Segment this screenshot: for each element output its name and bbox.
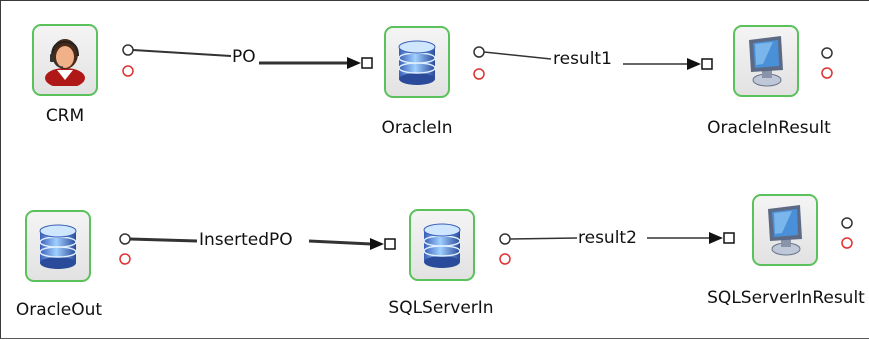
node-sqlserver-in[interactable] (409, 209, 475, 281)
node-label-sqlserver-in: SQLServerIn (388, 298, 494, 318)
monitor-icon (749, 36, 783, 87)
node-label-oracle-out: OracleOut (15, 300, 103, 320)
output-port (473, 46, 485, 58)
node-label-crm: CRM (45, 106, 85, 126)
node-label-oracle-in-result: OracleInResult (707, 118, 831, 138)
node-oracle-out[interactable] (25, 210, 91, 282)
node-crm[interactable] (32, 24, 98, 96)
input-port (384, 238, 396, 250)
output-port (122, 44, 134, 56)
input-port (701, 58, 713, 70)
edge-label-insertedpo[interactable]: InsertedPO (198, 230, 294, 250)
node-oracle-in[interactable] (384, 26, 450, 98)
node-sqlserver-in-result[interactable] (752, 194, 818, 266)
edge-result2[interactable] (499, 232, 735, 245)
edge-insertedpo[interactable] (119, 233, 396, 250)
monitor-icon (768, 205, 802, 256)
edge-label-result2[interactable]: result2 (577, 228, 638, 248)
output-port (841, 217, 853, 229)
error-port (841, 237, 853, 249)
input-port (361, 57, 373, 69)
node-label-oracle-in: OracleIn (381, 118, 453, 138)
node-oracle-in-result[interactable] (733, 25, 799, 97)
input-port (723, 232, 735, 244)
edge-label-po[interactable]: PO (231, 47, 257, 67)
error-port (821, 67, 833, 79)
edge-label-result1[interactable]: result1 (552, 49, 613, 69)
output-port (119, 233, 131, 245)
customer-service-person-icon (45, 39, 85, 86)
error-port (119, 253, 131, 265)
error-port (122, 65, 134, 77)
database-icon (423, 223, 461, 268)
edge-po[interactable] (122, 44, 373, 69)
output-port (821, 47, 833, 59)
error-port (499, 253, 511, 265)
error-port (473, 68, 485, 80)
database-icon (39, 224, 77, 269)
database-icon (398, 40, 436, 85)
node-label-sqlserver-in-result: SQLServerInResult (707, 288, 865, 308)
edge-result1[interactable] (473, 46, 713, 70)
output-port (499, 233, 511, 245)
